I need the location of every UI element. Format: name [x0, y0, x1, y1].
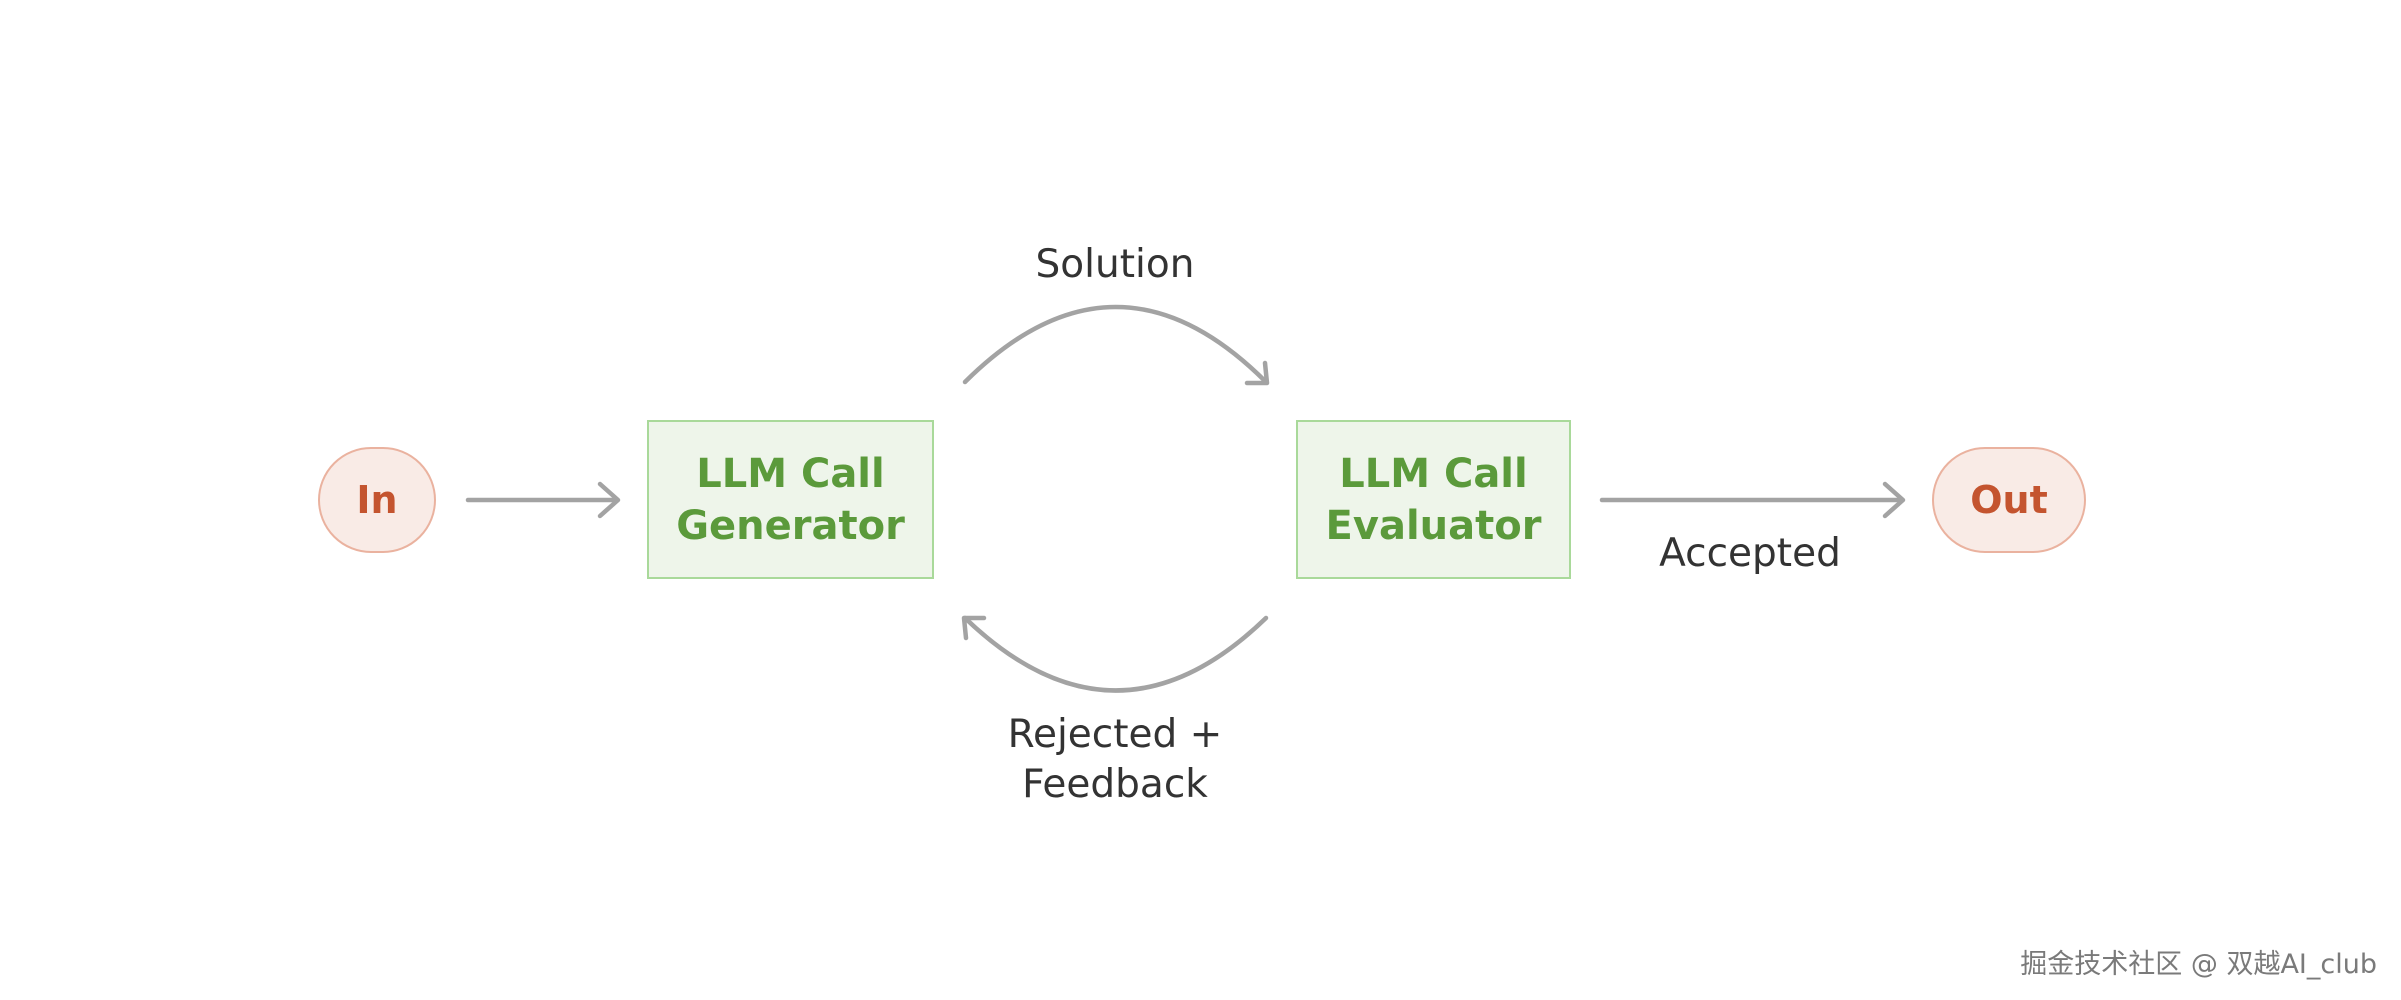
arrow-in-to-generator [465, 481, 621, 519]
generator-label-line1: LLM Call [696, 450, 885, 497]
llm-call-generator-node: LLM Call Generator [647, 420, 934, 579]
output-node-label: Out [1970, 478, 2048, 522]
rejected-feedback-edge-label: Rejected + Feedback [960, 710, 1270, 810]
input-node-label: In [356, 478, 398, 522]
output-node: Out [1932, 447, 2086, 553]
rejected-label-line1: Rejected + [1007, 712, 1223, 757]
watermark-text: 掘金技术社区 @ 双越AI_club [2020, 949, 2377, 980]
evaluator-label-line2: Evaluator [1325, 502, 1542, 549]
solution-edge-label: Solution [1035, 242, 1195, 287]
accepted-edge-label: Accepted [1659, 531, 1841, 576]
rejected-label-line2: Feedback [1022, 762, 1208, 807]
llm-call-evaluator-node: LLM Call Evaluator [1296, 420, 1571, 579]
arrow-solution [962, 304, 1270, 386]
generator-label-line2: Generator [676, 502, 905, 549]
arrow-rejected-feedback [961, 615, 1269, 693]
evaluator-label-line1: LLM Call [1339, 450, 1528, 497]
input-node: In [318, 447, 436, 553]
arrow-accepted [1599, 481, 1906, 519]
